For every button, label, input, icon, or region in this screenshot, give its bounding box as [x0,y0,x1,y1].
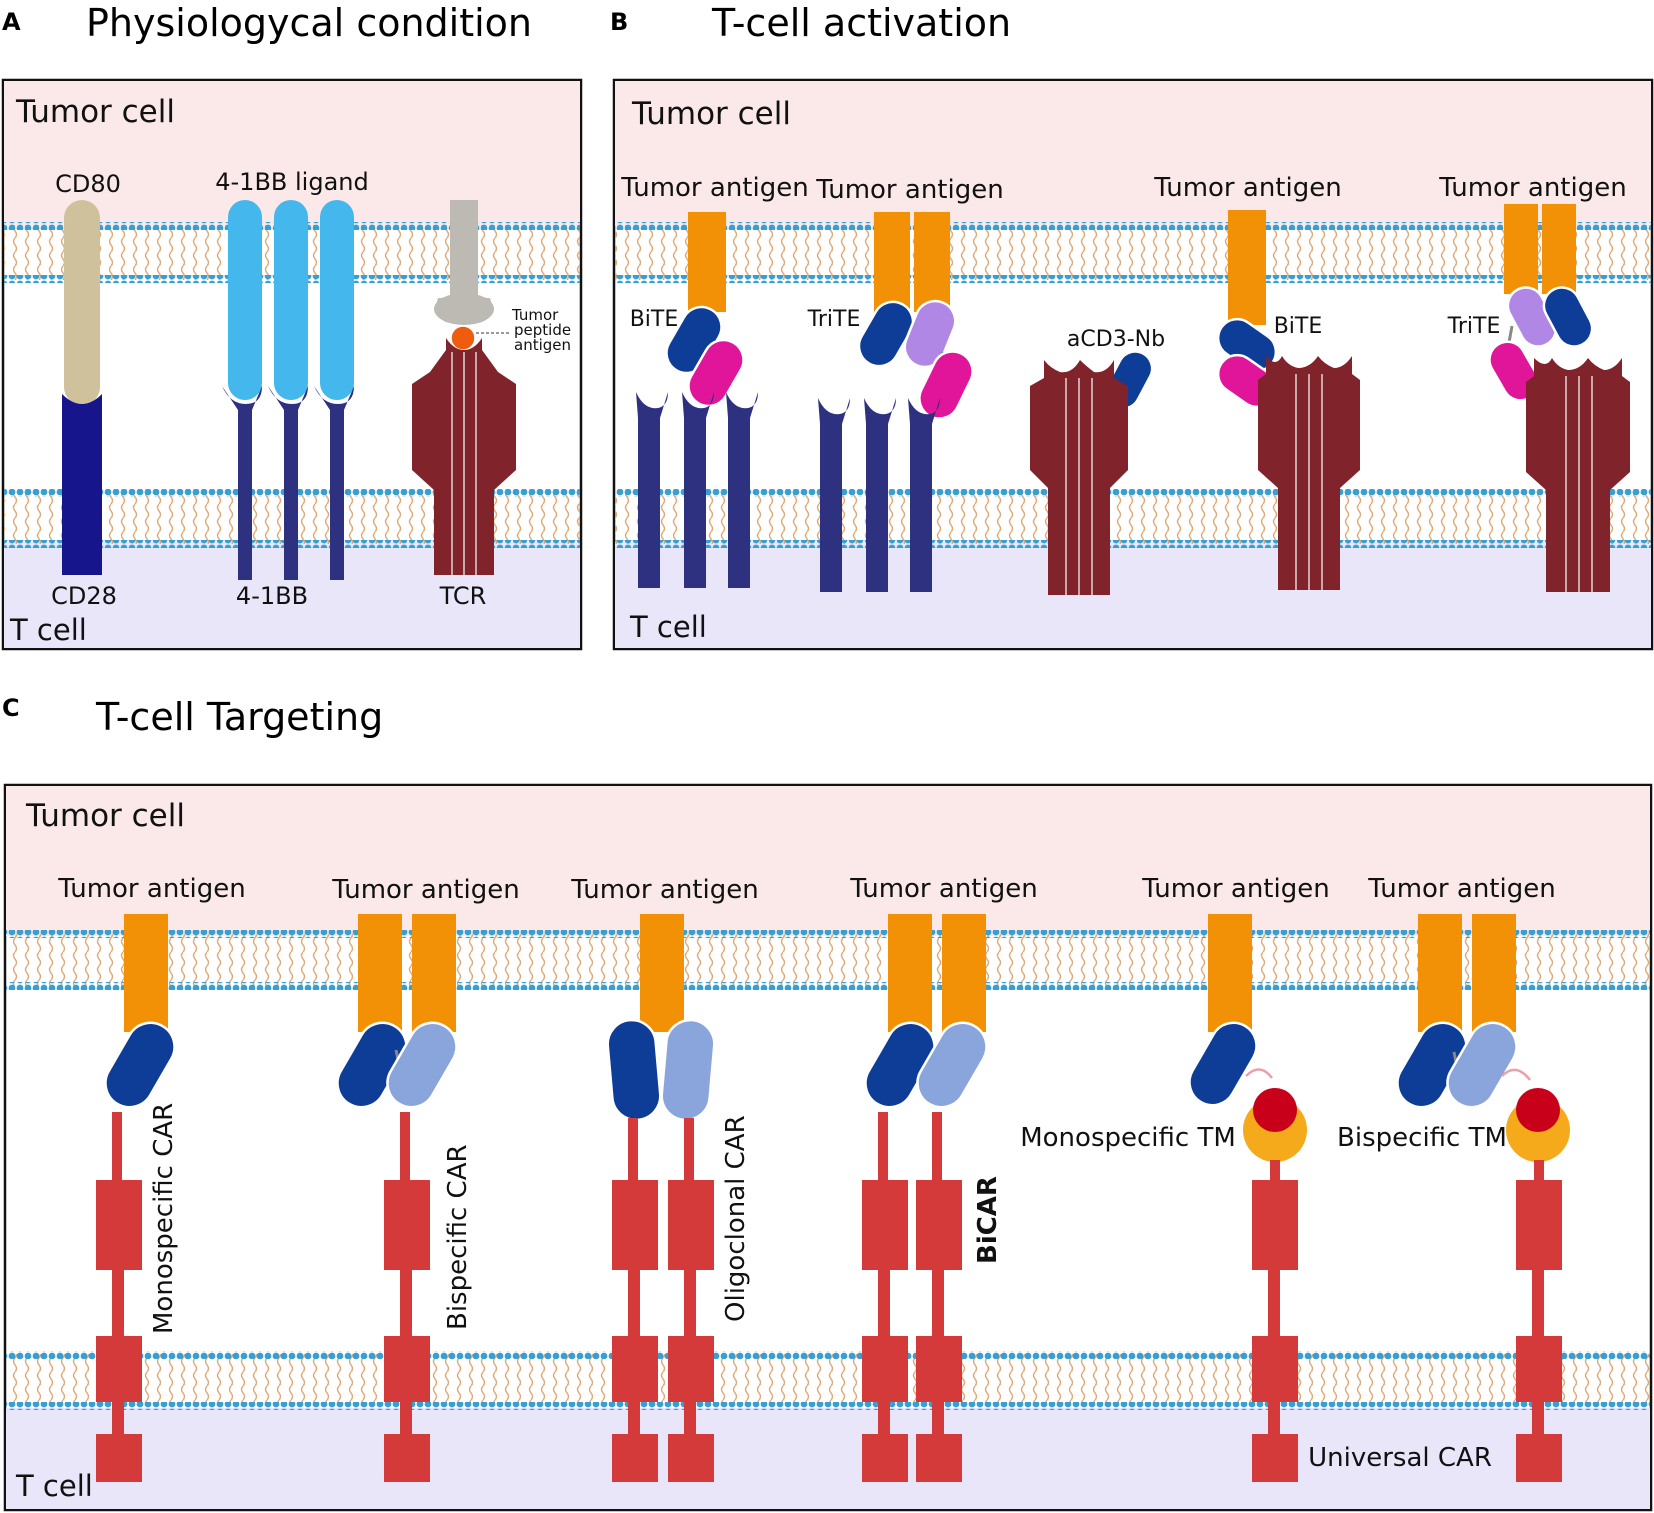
universal-car-1 [1252,1160,1298,1482]
panel-b-antigen-label-3: Tumor antigen [1153,173,1341,203]
acd3-nb-label: aCD3-Nb [1067,327,1165,352]
panel-a: A Physiologycal condition Tumor cell T c… [1,1,583,651]
panel-b-antigen-label-4: Tumor antigen [1438,173,1626,203]
bispecific-tm-label: Bispecific TM [1337,1123,1507,1153]
tcr-complex-b3 [1526,358,1630,592]
panel-b-antigen-label-2: Tumor antigen [815,175,1003,205]
panel-c-tumor-region [6,786,1650,936]
tcr-label: TCR [439,582,487,610]
bispecific-tm [1396,914,1570,1162]
bispecific-car [336,914,458,1482]
panel-b-antigen-label-1: Tumor antigen [620,173,808,203]
trite-label-1: TriTE [807,307,861,332]
panel-b-title: T-cell activation [711,1,1011,45]
cd80-label: CD80 [55,170,121,198]
panel-c-antigen-label-5: Tumor antigen [1141,874,1329,904]
panel-c-t-cell-label: T cell [15,1469,93,1503]
panel-c-antigen-label-4: Tumor antigen [849,874,1037,904]
panel-c-antigen-label-2: Tumor antigen [331,875,519,905]
panel-c-antigen-label-1: Tumor antigen [57,874,245,904]
bite-1 [665,212,745,408]
bicar-label: BiCAR [973,1176,1003,1264]
tcr-complex-b2 [1258,356,1360,590]
panel-b-tcell-membrane [615,489,1651,548]
panel-c-antigen-label-3: Tumor antigen [570,875,758,905]
monospecific-car-label: Monospecific CAR [149,1103,179,1334]
peptide-label-line1: Tumor [511,306,559,324]
panel-b-tcell-region [615,542,1651,648]
monospecific-car [96,914,176,1482]
universal-car-2 [1516,1160,1562,1482]
panel-b-tumor-cell-label: Tumor cell [631,96,791,132]
cd28-label: CD28 [51,582,117,610]
oligoclonal-car [606,914,716,1482]
bispecific-car-label: Bispecific CAR [443,1144,473,1330]
ligand-41bb-trimer [228,200,354,400]
panel-c-antigen-label-6: Tumor antigen [1367,874,1555,904]
panel-c-letter: C [2,694,20,722]
trite-1 [857,212,974,420]
oligoclonal-car-label: Oligoclonal CAR [721,1115,751,1322]
panel-a-tumor-cell-label: Tumor cell [15,94,175,130]
ligand-41bb-label: 4-1BB ligand [215,168,368,196]
bite-2 [1216,210,1278,409]
peptide-label-line2: peptide [514,321,571,339]
receptor-41bb-label: 4-1BB [236,582,308,610]
panel-b-tumor-region [615,81,1651,226]
trite-label-2: TriTE [1447,314,1501,339]
panel-c-tumor-membrane [6,930,1650,990]
peptide-label-line3: antigen [514,336,571,354]
cd80-protein [64,200,100,405]
trite-2 [1488,204,1594,402]
universal-car-label: Universal CAR [1308,1443,1492,1473]
monospecific-tm [1188,914,1307,1162]
panel-a-letter: A [2,8,21,36]
panel-b: B T-cell activation Tumor cell T cell Tu… [610,1,1654,651]
panel-c-tcell-membrane [6,1351,1650,1410]
tcr-complex-b1 [1030,360,1128,595]
monospecific-tm-label: Monospecific TM [1020,1123,1236,1153]
cd28-protein [62,394,102,575]
panel-c-title: T-cell Targeting [95,695,383,739]
panel-b-letter: B [610,8,628,36]
bite-label-2: BiTE [1274,314,1323,339]
panel-b-tumor-membrane [615,222,1651,283]
bicar [862,914,988,1482]
panel-a-t-cell-label: T cell [9,613,87,647]
receptor-41bb-trimer [222,386,354,580]
panel-c: C T-cell Targeting Tumor cell T cell Tum… [2,694,1653,1512]
bite-label-1: BiTE [630,307,679,332]
panel-c-tumor-cell-label: Tumor cell [25,798,185,834]
cd3-trimer-2 [818,398,940,592]
cd3-trimer-1 [636,392,758,588]
panel-c-tcell-region [6,1408,1650,1509]
tcr-complex-a [412,338,516,575]
mhc-protein [434,200,494,325]
panel-b-t-cell-label: T cell [629,610,707,644]
panel-a-title: Physiologycal condition [86,1,532,45]
tumor-peptide-antigen [450,325,476,351]
